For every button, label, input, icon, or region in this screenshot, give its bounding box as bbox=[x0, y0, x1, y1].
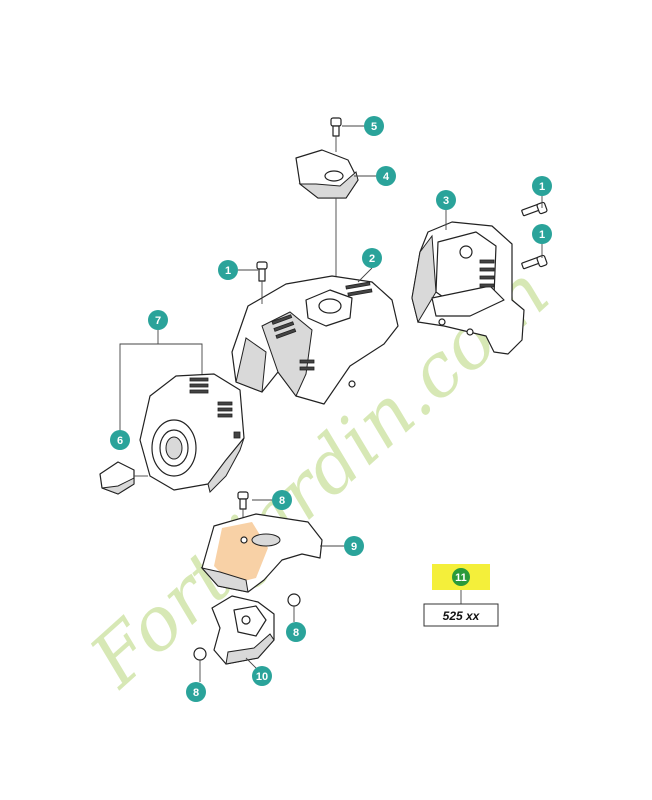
callout-circle bbox=[186, 682, 206, 702]
callout-number: 5 bbox=[371, 121, 377, 133]
part-screw-8b bbox=[287, 593, 301, 622]
kit-model-box: 525 xx bbox=[423, 603, 499, 627]
callout-c8b: 8 bbox=[286, 622, 306, 642]
callout-number: 8 bbox=[279, 495, 285, 507]
callout-circle bbox=[286, 622, 306, 642]
kit-11-number: 11 bbox=[455, 572, 467, 584]
callout-number: 7 bbox=[155, 315, 161, 327]
callout-c1c: 1 bbox=[532, 224, 552, 244]
part-rear-housing-3 bbox=[411, 221, 525, 355]
callout-c8a: 8 bbox=[272, 490, 292, 510]
callout-c1b: 1 bbox=[532, 176, 552, 196]
part-screw-1c bbox=[521, 254, 548, 270]
callout-c9: 9 bbox=[344, 536, 364, 556]
part-shroud-9 bbox=[200, 513, 323, 593]
callout-number: 1 bbox=[539, 181, 545, 193]
callout-c6: 6 bbox=[110, 430, 130, 450]
callout-circle bbox=[532, 224, 552, 244]
part-starter-housing-7 bbox=[139, 373, 245, 493]
callout-c5: 5 bbox=[364, 116, 384, 136]
callout-c4: 4 bbox=[376, 166, 396, 186]
callout-circle bbox=[344, 536, 364, 556]
callout-number: 2 bbox=[369, 253, 375, 265]
callout-c1a: 1 bbox=[218, 260, 238, 280]
callout-number: 10 bbox=[256, 671, 268, 683]
callout-c2: 2 bbox=[362, 248, 382, 268]
kit-11-badge: 11 bbox=[432, 564, 490, 604]
callout-circle bbox=[436, 190, 456, 210]
callout-number: 3 bbox=[443, 195, 449, 207]
callout-circle bbox=[252, 666, 272, 686]
callout-number: 1 bbox=[225, 265, 231, 277]
part-screw-1b bbox=[521, 201, 548, 217]
callout-number: 9 bbox=[351, 541, 357, 553]
part-cap-4 bbox=[295, 149, 359, 199]
part-screw-8c bbox=[193, 647, 207, 682]
callout-c7: 7 bbox=[148, 310, 168, 330]
callout-circle bbox=[110, 430, 130, 450]
part-bracket-10 bbox=[211, 595, 275, 665]
part-starter-handle-6 bbox=[99, 461, 148, 495]
part-screw-1a bbox=[256, 261, 268, 304]
callout-circle bbox=[364, 116, 384, 136]
callout-number: 8 bbox=[193, 687, 199, 699]
callout-number: 6 bbox=[117, 435, 123, 447]
callout-circle bbox=[532, 176, 552, 196]
callout-circle bbox=[148, 310, 168, 330]
part-cylinder-cover-2 bbox=[231, 275, 399, 405]
kit-model-label: 525 xx bbox=[443, 609, 481, 623]
callout-circle bbox=[218, 260, 238, 280]
callout-circle bbox=[376, 166, 396, 186]
callout-number: 4 bbox=[383, 171, 390, 183]
callout-number: 1 bbox=[539, 229, 545, 241]
callout-circle bbox=[272, 490, 292, 510]
part-screw-5 bbox=[330, 117, 342, 152]
callout-c10: 10 bbox=[252, 666, 272, 686]
callout-number: 8 bbox=[293, 627, 299, 639]
callout-circle bbox=[362, 248, 382, 268]
callout-c8c: 8 bbox=[186, 682, 206, 702]
callout-c3: 3 bbox=[436, 190, 456, 210]
